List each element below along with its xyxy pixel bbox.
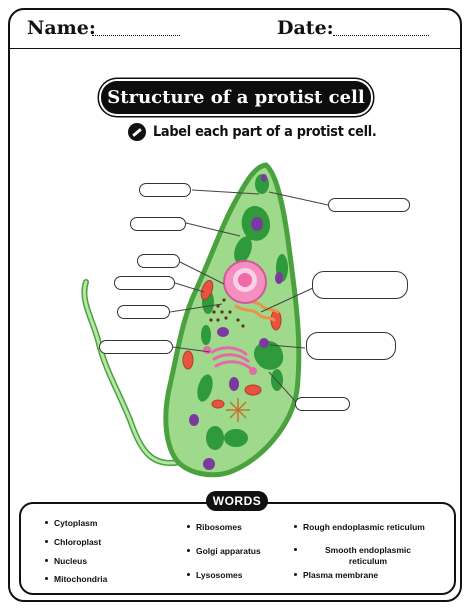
word-item: Mitochondria — [45, 574, 107, 585]
word-item: Golgi apparatus — [187, 546, 261, 557]
date-field[interactable] — [333, 35, 429, 36]
date-label: Date: — [277, 17, 334, 39]
lysosomes — [189, 217, 283, 470]
mitochondria — [182, 279, 282, 409]
word-item: Smooth endoplasmic — [294, 545, 433, 556]
label-box-1[interactable] — [139, 183, 191, 197]
header-divider — [10, 48, 462, 49]
nucleus — [223, 260, 267, 304]
word-bank-heading: WORDS — [206, 491, 268, 511]
worksheet-border — [8, 8, 462, 602]
leader-lines — [169, 189, 329, 403]
name-field[interactable] — [92, 35, 180, 36]
label-box-5[interactable] — [114, 276, 175, 290]
word-item: Rough endoplasmic reticulum — [294, 522, 425, 533]
word-item: Lysosomes — [187, 570, 242, 581]
chloroplasts — [197, 174, 288, 450]
label-box-7[interactable] — [117, 305, 170, 319]
label-box-4[interactable] — [137, 254, 180, 268]
page-title: Structure of a protist cell — [101, 81, 371, 114]
word-item: Plasma membrane — [294, 570, 378, 581]
name-label: Name: — [27, 17, 96, 39]
instruction-text: Label each part of a protist cell. — [153, 124, 377, 140]
word-item: Nucleus — [45, 556, 87, 567]
label-box-3[interactable] — [130, 217, 186, 231]
label-box-9[interactable] — [99, 340, 173, 354]
star-structure — [226, 398, 250, 422]
label-box-6[interactable] — [312, 271, 408, 299]
word-item: Chloroplast — [45, 537, 101, 548]
instruction: Label each part of a protist cell. — [128, 121, 396, 143]
pencil-icon — [128, 123, 146, 141]
label-box-10[interactable] — [295, 397, 350, 411]
label-box-8[interactable] — [306, 332, 396, 360]
label-box-2[interactable] — [328, 198, 410, 212]
word-item: Cytoplasm — [45, 518, 97, 529]
word-item: Ribosomes — [187, 522, 242, 533]
word-item-continued: reticulum — [348, 556, 388, 566]
